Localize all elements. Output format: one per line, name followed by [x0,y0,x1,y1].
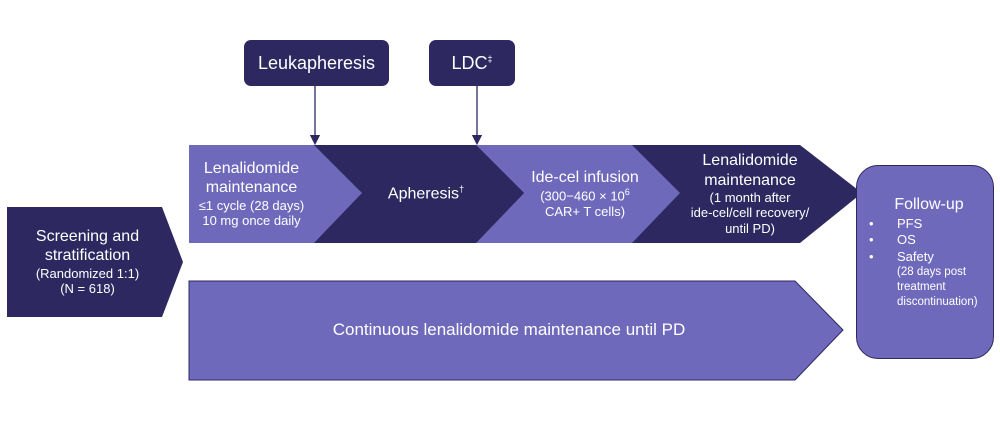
arm1-step3-label: Ide-cel infusion (300−460 × 106 CAR+ T c… [520,145,650,243]
step3-title: Ide-cel infusion [531,169,639,187]
followup-list: •PFS •OS •Safety [857,216,993,265]
followup-box: Follow-up •PFS •OS •Safety (28 days post… [856,165,994,359]
followup-title: Follow-up [894,196,964,213]
followup-note: (28 days post treatment discontinuation) [897,265,978,308]
screening-line4: (N = 618) [60,281,115,297]
arm1-step2-shape [314,145,524,243]
step1-title2: maintenance [205,179,298,197]
leukapheresis-label: Leukapheresis [257,52,376,73]
screening-line3: (Randomized 1:1) [35,265,140,281]
ldc-box: LDC‡ [429,40,515,86]
arm1-step1-label: Lenalidomide maintenance ≤1 cycle (28 da… [189,145,314,243]
arm1-step1-shape [189,145,362,243]
screening-shape [7,207,183,317]
followup-item: •Safety [869,248,934,264]
step1-detail1: ≤1 cycle (28 days) [198,197,305,213]
step4-title2: maintenance [704,171,796,189]
step3-detail2: CAR+ T cells) [544,204,626,220]
arm1-step4-label: Lenalidomide maintenance (1 month after … [680,145,820,243]
screening-label: Screening and stratification (Randomized… [10,207,165,317]
step4-title1: Lenalidomide [702,152,798,170]
arm2-label: Continuous lenalidomide maintenance unti… [332,320,686,340]
step4-detail3: until PD) [725,220,775,236]
followup-item: •OS [869,232,916,248]
step3-detail1: (300−460 × 106 [540,187,630,204]
step4-detail1: (1 month after [709,189,791,205]
arm1-step3-shape [476,145,680,243]
step1-title1: Lenalidomide [203,160,300,178]
arm1-step2-label: Apheresis† [360,145,492,243]
followup-item: •PFS [869,216,923,231]
step1-detail2: 10 mg once daily [202,213,301,229]
ldc-label: LDC‡ [451,52,493,73]
step2-title: Apheresis† [387,184,465,203]
arm2-shape [188,280,844,381]
leukapheresis-box: Leukapheresis [244,40,389,86]
screening-line2: stratification [44,247,131,265]
screening-line1: Screening and [35,228,140,246]
step4-detail2: ide-cel/cell recovery/ [690,205,810,221]
